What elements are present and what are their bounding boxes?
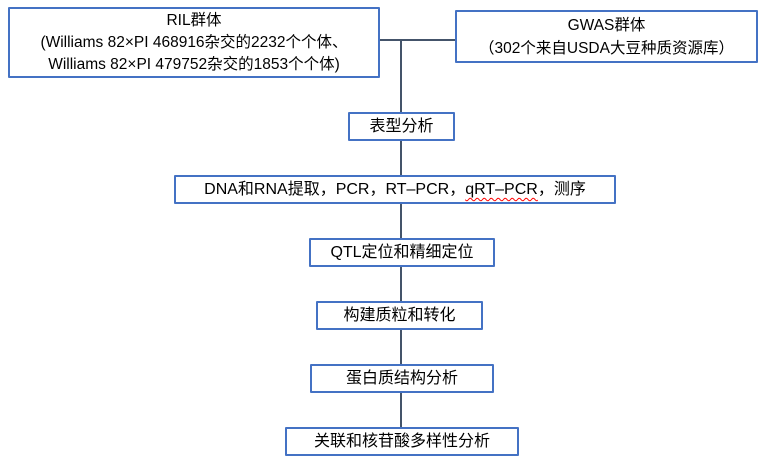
- connector-phenotype-to-molecular: [400, 141, 402, 175]
- connector-protein-to-association: [400, 393, 402, 427]
- protein-structure-label: 蛋白质结构分析: [345, 370, 458, 387]
- phenotype-analysis-label: 表型分析: [369, 118, 434, 135]
- connector-top-horizontal: [380, 39, 455, 41]
- plasmid-construction-label: 构建质粒和转化: [343, 307, 456, 324]
- connector-molecular-to-qtl: [400, 204, 402, 238]
- gwas-population-detail: （302个来自USDA大豆种质资源库）: [479, 39, 734, 57]
- protein-structure-box: 蛋白质结构分析: [310, 364, 494, 393]
- qtl-mapping-box: QTL定位和精细定位: [309, 238, 495, 267]
- gwas-population-box: GWAS群体 （302个来自USDA大豆种质资源库）: [455, 10, 758, 63]
- ril-population-detail-2: Williams 82×PI 479752杂交的1853个个体): [48, 55, 340, 73]
- phenotype-analysis-box: 表型分析: [348, 112, 455, 141]
- connector-junction-to-phenotype: [400, 40, 402, 112]
- gwas-population-title: GWAS群体: [567, 16, 646, 34]
- qtl-mapping-label: QTL定位和精细定位: [330, 244, 474, 261]
- ril-population-detail-1: (Williams 82×PI 468916杂交的2232个个体、: [40, 33, 348, 51]
- ril-population-title: RIL群体: [166, 11, 222, 29]
- connector-plasmid-to-protein: [400, 330, 402, 364]
- connector-qtl-to-plasmid: [400, 267, 402, 301]
- plasmid-construction-box: 构建质粒和转化: [316, 301, 483, 330]
- molecular-methods-label-part1: DNA和RNA提取，PCR，RT–PCR，: [204, 181, 466, 198]
- molecular-methods-box: DNA和RNA提取，PCR，RT–PCR，qRT–PCR，测序: [174, 175, 616, 204]
- ril-population-box: RIL群体 (Williams 82×PI 468916杂交的2232个个体、 …: [8, 7, 380, 78]
- association-diversity-label: 关联和核苷酸多样性分析: [313, 433, 490, 450]
- association-diversity-box: 关联和核苷酸多样性分析: [285, 427, 519, 456]
- molecular-methods-label-qrtpcr: qRT–PCR: [465, 181, 538, 198]
- molecular-methods-label-part2: ，测序: [537, 181, 586, 198]
